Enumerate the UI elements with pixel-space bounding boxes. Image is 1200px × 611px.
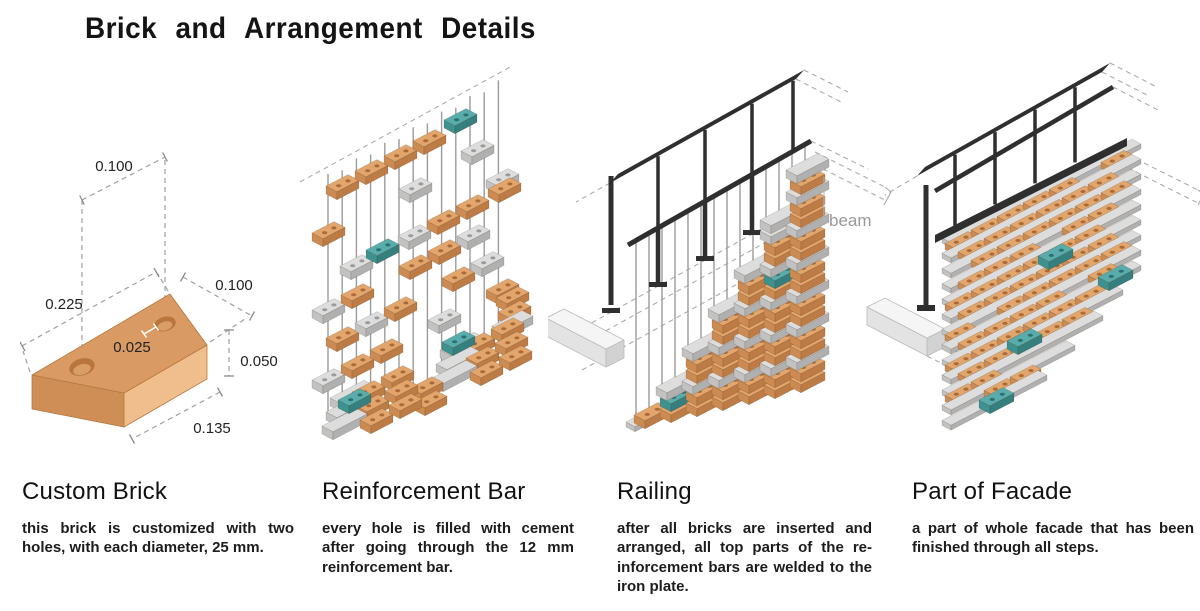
- facade-section: Part of Facade a part of whole facade th…: [912, 478, 1194, 558]
- dim-top: 0.100: [95, 158, 133, 175]
- brick-body: [31, 293, 208, 428]
- dimension-dashed-lines: [21, 156, 253, 440]
- brick-holes: [69, 316, 176, 376]
- reinforcement-bar-drawing: [300, 65, 534, 440]
- reinforcement-bar-heading: Reinforcement Bar: [322, 478, 526, 505]
- reinforcement-bar-section: Reinforcement Bar every hole is filled w…: [322, 478, 574, 577]
- dimension-ticks: [20, 152, 256, 444]
- facade-description: a part of whole facade that has been fin…: [912, 519, 1194, 557]
- railing-section: Railing after all bricks are inserted an…: [617, 478, 872, 597]
- railing-heading: Railing: [617, 478, 692, 505]
- hole-spacing-dim: [140, 323, 160, 338]
- facade-diagram: [866, 62, 1200, 431]
- dim-left: 0.225: [45, 296, 83, 313]
- dim-right: 0.100: [215, 277, 253, 294]
- railing-drawing: [548, 69, 892, 432]
- custom-brick-section: Custom Brick this brick is customized wi…: [22, 478, 294, 558]
- railing-diagram: beam: [548, 69, 892, 432]
- railing-description: after all bricks are inserted and arrang…: [617, 519, 872, 596]
- facade-drawing: [866, 62, 1200, 431]
- custom-brick-description: this brick is customized with two holes,…: [22, 519, 294, 557]
- reinforcement-bar-description: every hole is filled with cement after g…: [322, 519, 574, 576]
- beam-label: beam: [829, 211, 872, 230]
- page-title: Brick and Arrangement Details: [85, 12, 536, 45]
- dim-height: 0.050: [240, 353, 278, 370]
- dim-bottom: 0.135: [193, 420, 231, 437]
- facade-heading: Part of Facade: [912, 478, 1073, 505]
- dim-hole: 0.025: [113, 339, 151, 356]
- custom-brick-diagram: 0.100 0.225 0.100 0.025 0.050 0.135: [20, 152, 278, 444]
- reinforcement-bar-diagram: [300, 65, 534, 440]
- custom-brick-heading: Custom Brick: [22, 478, 168, 505]
